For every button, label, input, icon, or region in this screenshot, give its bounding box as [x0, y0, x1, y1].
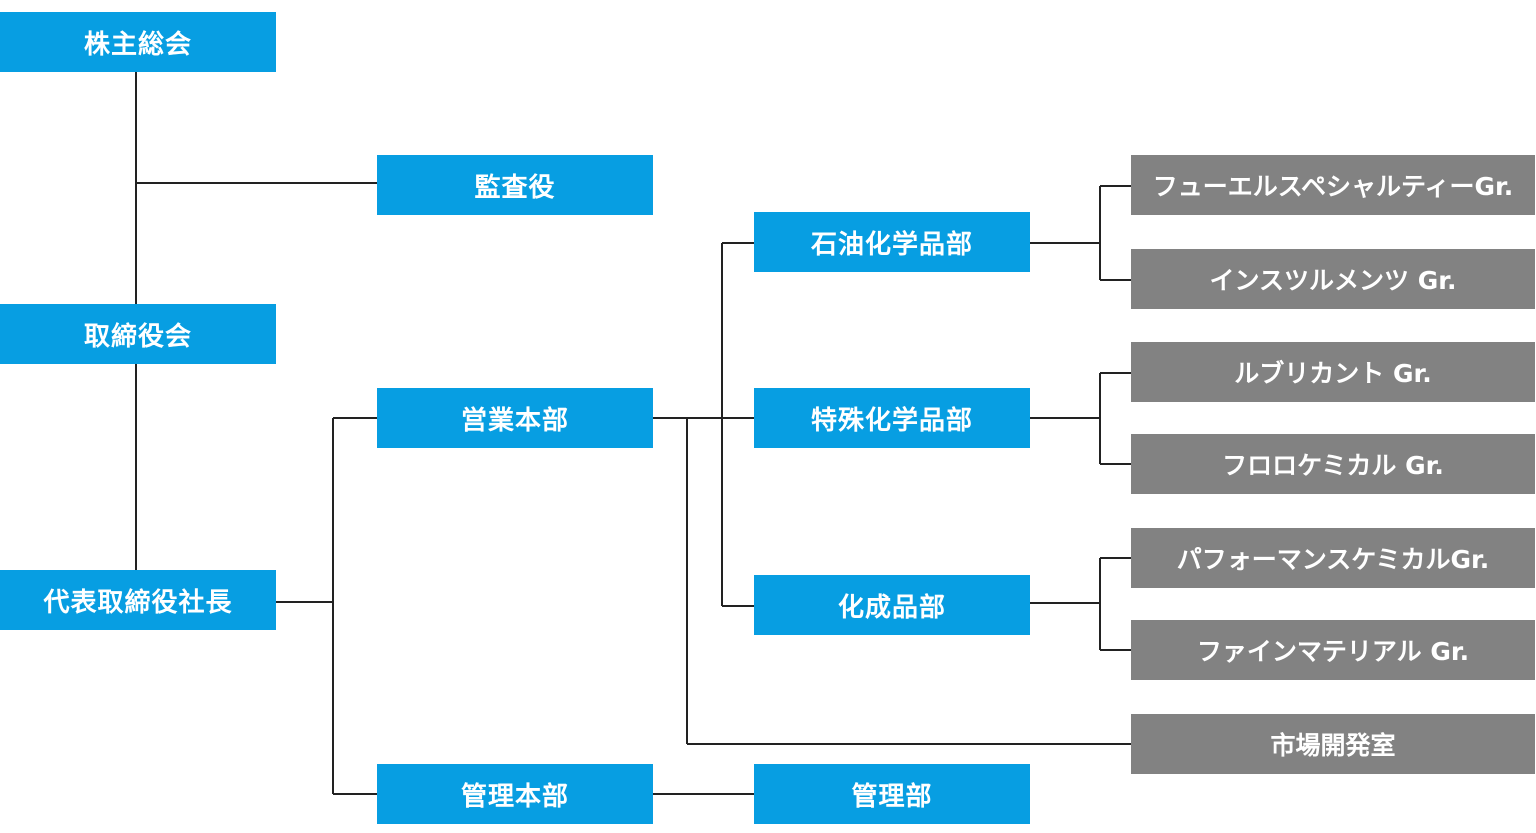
lubricant-group-box: ルブリカント Gr.: [1131, 342, 1535, 402]
board-of-directors-box: 取締役会: [0, 304, 276, 364]
admin-hq-box: 管理本部: [377, 764, 653, 824]
chemical-products-dept-box: 化成品部: [754, 575, 1030, 635]
fuel-specialty-group-box: フューエルスペシャルティーGr.: [1131, 155, 1535, 215]
instruments-group-box: インスツルメンツ Gr.: [1131, 249, 1535, 309]
fine-material-group-box: ファインマテリアル Gr.: [1131, 620, 1535, 680]
admin-dept-box: 管理部: [754, 764, 1030, 824]
market-development-office-box: 市場開発室: [1131, 714, 1535, 774]
shareholders-meeting-box: 株主総会: [0, 12, 276, 72]
petrochemical-dept-box: 石油化学品部: [754, 212, 1030, 272]
specialty-chemical-dept-box: 特殊化学品部: [754, 388, 1030, 448]
sales-hq-box: 営業本部: [377, 388, 653, 448]
fluorochemical-group-box: フロロケミカル Gr.: [1131, 434, 1535, 494]
president-box: 代表取締役社長: [0, 570, 276, 630]
auditor-box: 監査役: [377, 155, 653, 215]
performance-chemical-group-box: パフォーマンスケミカルGr.: [1131, 528, 1535, 588]
